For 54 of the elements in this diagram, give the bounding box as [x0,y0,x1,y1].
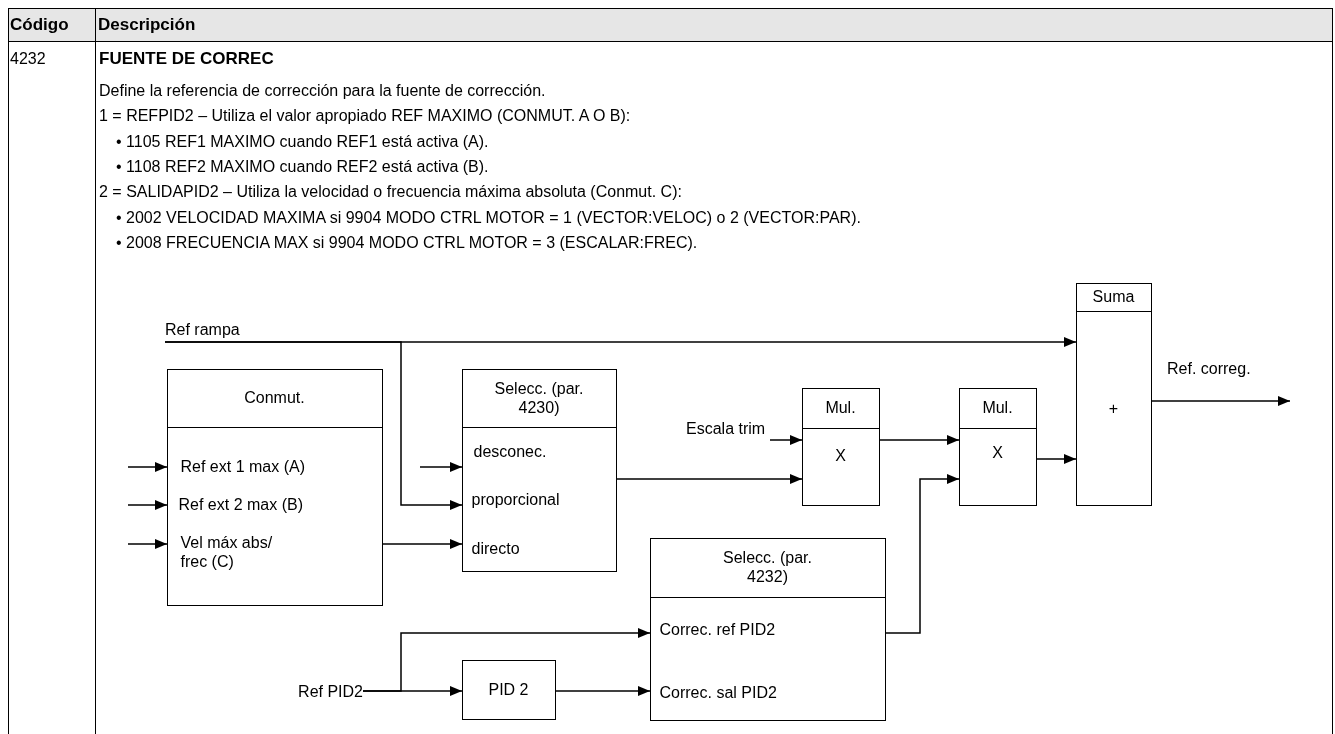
description-text: Define la referencia de corrección para la fuente de corrección. [99,81,546,100]
block-text: desconec. [473,441,547,461]
block-text: Ref ext 1 max (A) [180,456,305,476]
block-text: X [991,442,1004,462]
block-text: proporcional [471,489,560,509]
arrow [382,539,463,549]
arrow [555,686,651,696]
block-title: Selecc. (par. 4232) [722,547,813,586]
switch-block [167,369,383,606]
column-header: Descripción [98,15,196,34]
sum-block [1076,283,1152,506]
block-text: X [834,445,847,465]
block-title: Mul. [824,397,857,417]
arrow [1151,396,1291,406]
multiplier-block [802,388,880,506]
signal-label: Ref PID2 [297,682,363,701]
block-title: Suma [1091,286,1136,306]
description-text: 1 = REFPID2 – Utiliza el valor apropiado REF MAXIMO (CONMUT. A O B): [99,106,631,125]
edge-label: Ref. correg. [1167,359,1251,378]
block-title: Conmut. [243,387,306,407]
block-text: PID 2 [487,679,530,699]
block-text: Vel máx abs/ frec (C) [180,532,274,571]
description-text: • 2008 FRECUENCIA MAX si 9904 MODO CTRL MOTOR = 3 (ESCALAR:FREC). [116,233,698,252]
selector-block [462,369,617,572]
description-text: 2 = SALIDAPID2 – Utiliza la velocidad o frecuencia máxima absoluta (Conmut. C): [99,182,682,201]
block-text: Correc. sal PID2 [659,682,777,702]
description-text: • 2002 VELOCIDAD MAXIMA si 9904 MODO CTRL MOTOR = 1 (VECTOR:VELOC) o 2 (VECTOR:PAR). [116,208,861,227]
parameter-name: FUENTE DE CORREC [99,49,274,68]
multiplier-block [959,388,1037,506]
column-header: Código [10,15,69,34]
pid-block [462,660,556,720]
block-title: Mul. [981,397,1014,417]
arrow [362,686,463,696]
parameter-code: 4232 [10,49,46,68]
block-text: Ref ext 2 max (B) [178,494,303,514]
block-text: Correc. ref PID2 [659,619,776,639]
description-text: • 1108 REF2 MAXIMO cuando REF2 está activa (B). [116,157,489,176]
arrow [419,462,463,472]
arrow [127,500,168,510]
description-text: • 1105 REF1 MAXIMO cuando REF1 está activa (A). [116,132,489,151]
arrow [164,337,1077,347]
signal-label: Ref rampa [165,320,240,339]
signal-label: Escala trim [686,419,766,438]
arrow [879,435,960,445]
arrow [885,474,960,634]
block-title: Selecc. (par. 4230) [493,378,585,417]
block-text: + [1107,398,1120,418]
block-text: directo [471,538,520,558]
arrow [769,435,803,445]
selector-block [650,538,886,721]
arrow [616,474,803,484]
arrow [1036,454,1077,464]
arrow [127,539,168,549]
arrow [127,462,168,472]
